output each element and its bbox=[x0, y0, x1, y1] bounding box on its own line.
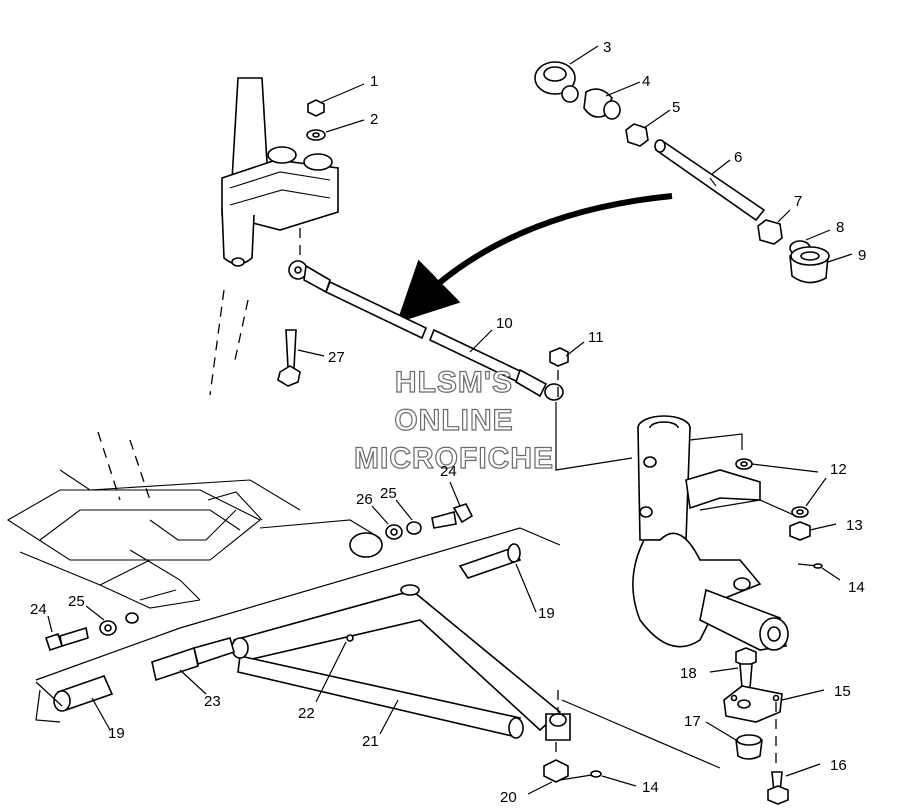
pivot-shaft-19-right bbox=[458, 543, 537, 613]
callout-23: 23 bbox=[204, 693, 221, 710]
cotter-pin-14-top bbox=[797, 563, 841, 581]
callout-14-bottom: 14 bbox=[642, 779, 659, 796]
watermark: HLSM'S ONLINE MICROFICHE bbox=[353, 365, 554, 475]
bolt-24-right bbox=[431, 481, 474, 529]
tie-rod-assembly-10 bbox=[288, 260, 564, 401]
callout-19-right: 19 bbox=[538, 605, 555, 622]
callout-21: 21 bbox=[362, 733, 379, 750]
callout-20: 20 bbox=[500, 789, 517, 806]
callout-7: 7 bbox=[794, 193, 802, 210]
callout-16: 16 bbox=[830, 757, 847, 774]
watermark-line-1: HLSM'S bbox=[395, 366, 513, 399]
tie-rod-6 bbox=[654, 139, 766, 222]
callout-10: 10 bbox=[496, 315, 513, 332]
jam-nut-7 bbox=[757, 209, 791, 245]
callout-1: 1 bbox=[370, 73, 378, 90]
rod-end-9 bbox=[789, 246, 853, 284]
steering-post bbox=[209, 77, 339, 396]
bolt-18 bbox=[709, 647, 757, 689]
callout-27: 27 bbox=[328, 349, 345, 366]
callout-5: 5 bbox=[672, 99, 680, 116]
nut-1 bbox=[307, 83, 365, 117]
nut-11 bbox=[549, 341, 585, 400]
ball-joint-housing bbox=[545, 690, 721, 769]
callout-14-top: 14 bbox=[848, 579, 865, 596]
nut-20 bbox=[527, 759, 569, 795]
a-arm-21 bbox=[231, 584, 562, 739]
bolt-27 bbox=[277, 329, 325, 387]
ball-joint-17 bbox=[705, 721, 763, 760]
callout-6: 6 bbox=[734, 149, 742, 166]
plate-15 bbox=[723, 685, 825, 766]
washer-25-left bbox=[85, 605, 139, 636]
callout-3: 3 bbox=[603, 39, 611, 56]
callouts: 1 2 3 4 5 6 7 8 9 10 11 12 13 14 14 15 1… bbox=[30, 39, 866, 806]
callout-25-left: 25 bbox=[68, 593, 85, 610]
callout-18: 18 bbox=[680, 665, 697, 682]
washer-12-lower bbox=[791, 477, 827, 518]
bolt-16 bbox=[767, 763, 821, 805]
washer-26 bbox=[371, 505, 403, 540]
spindle-knuckle bbox=[632, 415, 797, 651]
callout-25-right: 25 bbox=[380, 485, 397, 502]
callout-11: 11 bbox=[588, 329, 604, 346]
nut-13 bbox=[789, 521, 837, 541]
washer-25-right bbox=[395, 499, 422, 535]
callout-22: 22 bbox=[298, 705, 315, 722]
callout-26: 26 bbox=[356, 491, 373, 508]
bushing-23 bbox=[151, 637, 235, 695]
pivot-shaft-19-left bbox=[53, 675, 114, 731]
ball-joint-4 bbox=[583, 81, 641, 120]
assembly-arrow bbox=[396, 193, 673, 323]
callout-24-right: 24 bbox=[440, 463, 457, 480]
callout-24-left: 24 bbox=[30, 601, 47, 618]
jam-nut-5 bbox=[625, 109, 671, 147]
callout-2: 2 bbox=[370, 111, 378, 128]
callout-15: 15 bbox=[834, 683, 851, 700]
frame bbox=[6, 431, 383, 609]
watermark-line-3: MICROFICHE bbox=[354, 442, 554, 475]
callout-19-left: 19 bbox=[108, 725, 125, 742]
watermark-line-2: ONLINE bbox=[394, 404, 513, 437]
cotter-pin-14-bottom bbox=[559, 770, 637, 787]
bolt-24-left bbox=[44, 615, 89, 652]
callout-9: 9 bbox=[858, 247, 866, 264]
washer-12-upper bbox=[735, 458, 819, 473]
callout-4: 4 bbox=[642, 73, 650, 90]
rod-end-3 bbox=[534, 45, 599, 103]
callout-13: 13 bbox=[846, 517, 863, 534]
callout-17: 17 bbox=[684, 713, 701, 730]
washer-2 bbox=[306, 119, 365, 141]
callout-8: 8 bbox=[836, 219, 844, 236]
grease-fitting-22 bbox=[315, 634, 354, 703]
callout-12: 12 bbox=[830, 461, 847, 478]
